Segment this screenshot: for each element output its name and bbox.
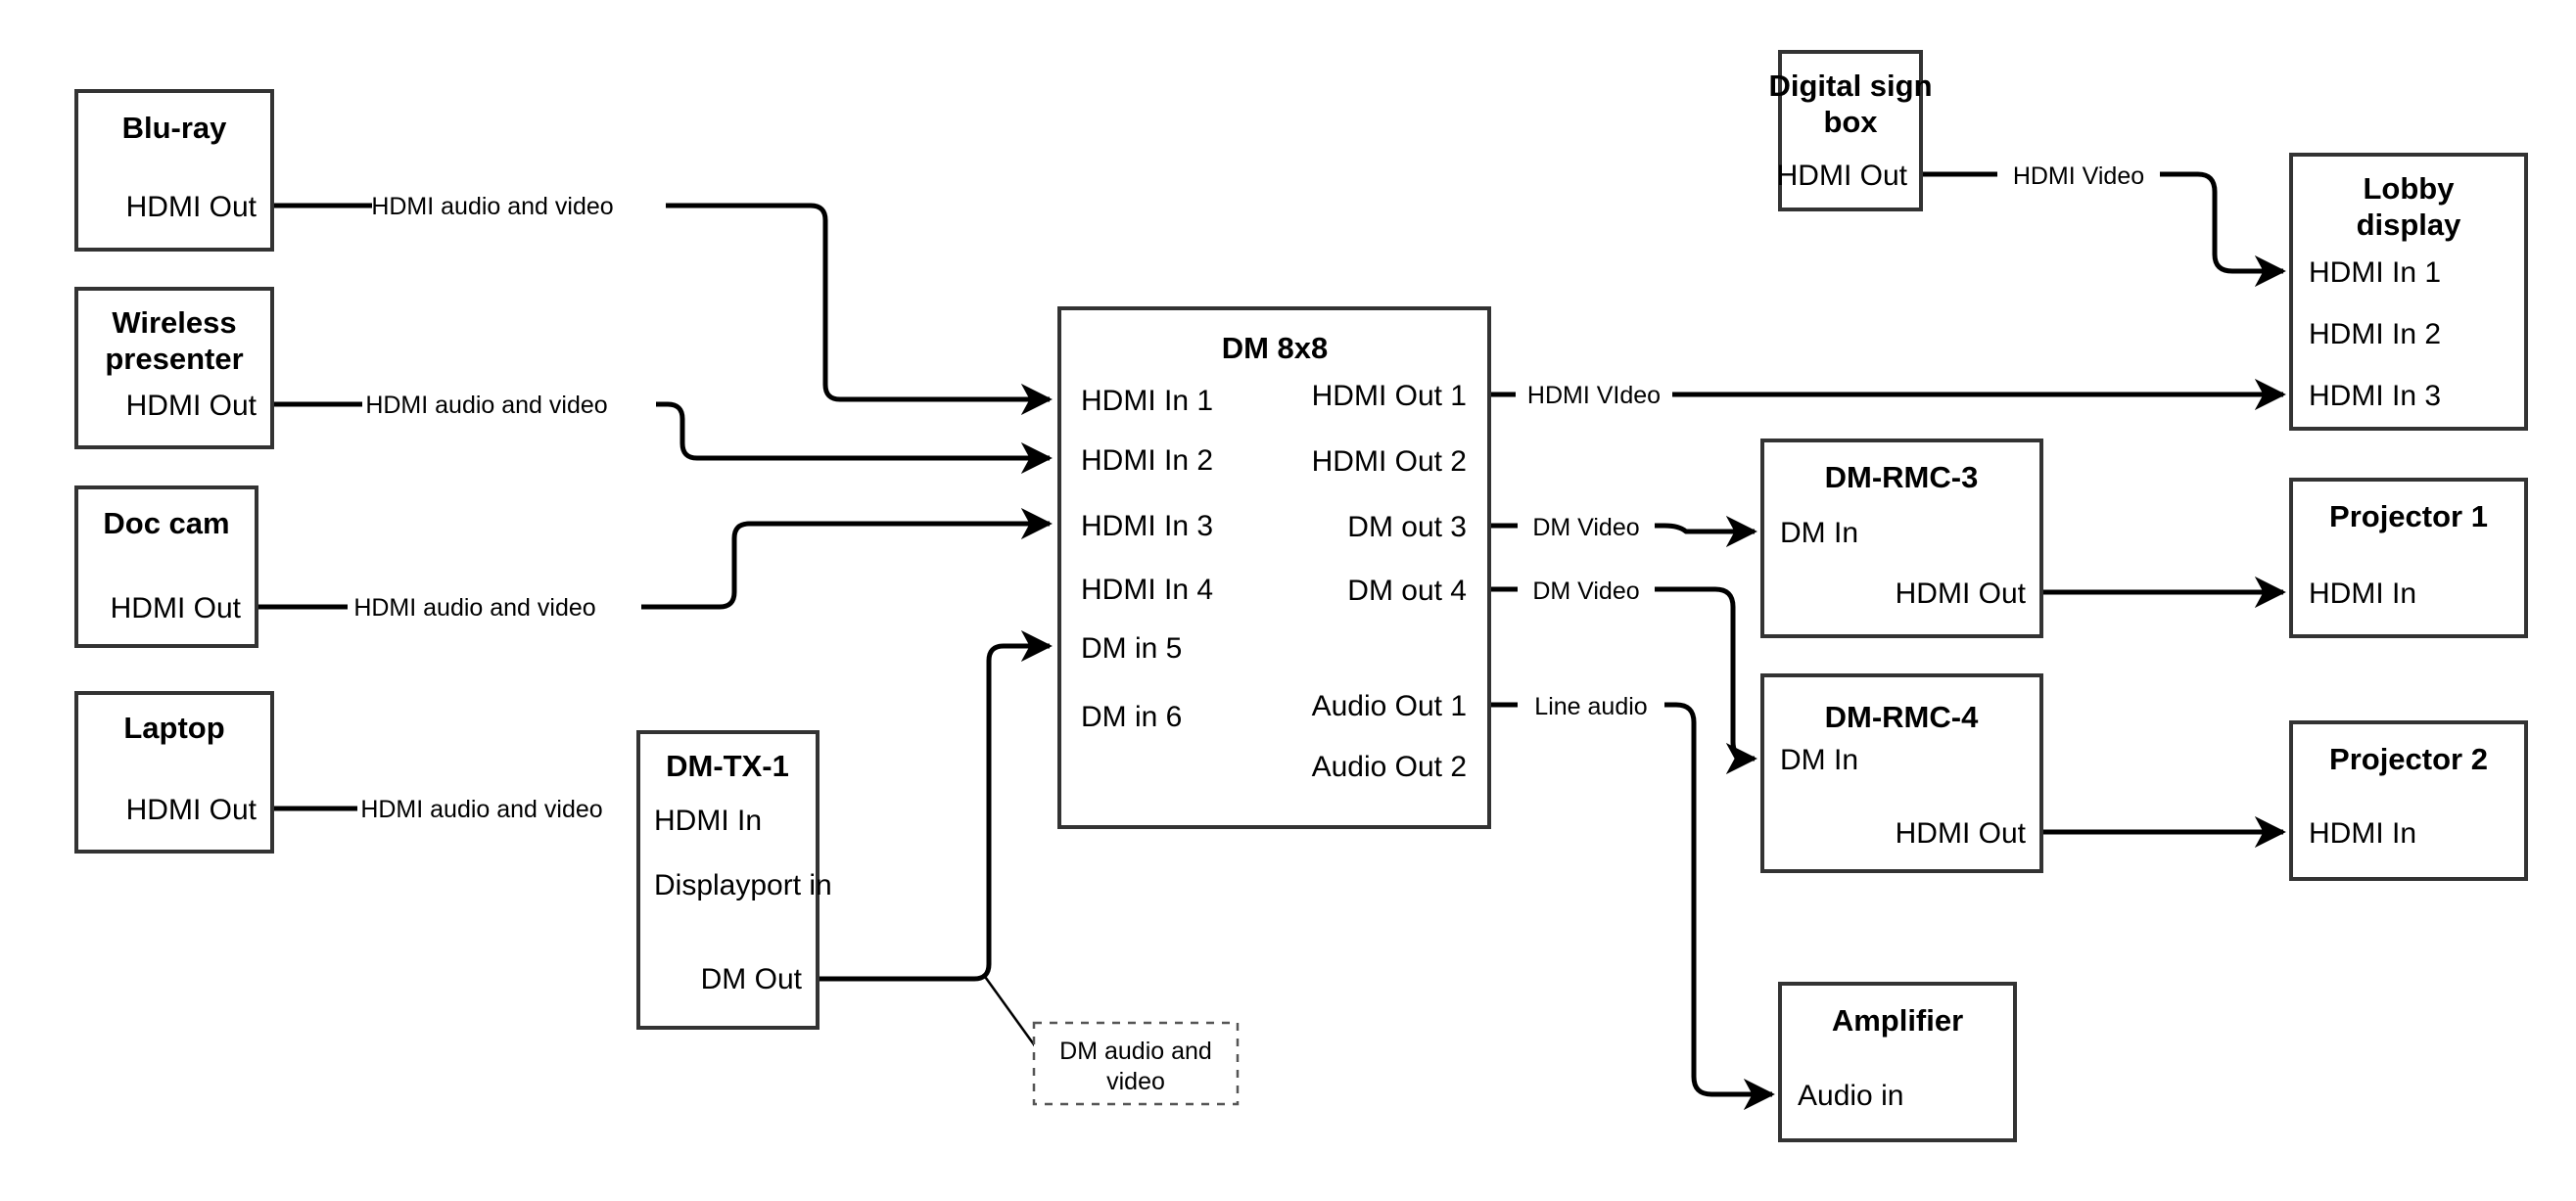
link-label-dm-video-out4: DM Video xyxy=(1532,577,1639,605)
node-dm8x8-port-dm-out-4: DM out 4 xyxy=(1347,575,1467,607)
node-dm-tx-1[interactable]: DM-TX-1 HDMI In Displayport in DM Out xyxy=(636,730,832,1030)
node-laptop[interactable]: Laptop HDMI Out xyxy=(74,691,274,854)
link-label-sign-hdmi-video: HDMI Video xyxy=(2013,162,2144,190)
node-dm8x8-port-dm-in-6: DM in 6 xyxy=(1081,701,1182,733)
node-wireless-title-line1: Wireless xyxy=(112,305,236,340)
node-lobby-port-hdmi-in-1: HDMI In 1 xyxy=(2309,256,2441,289)
node-wireless-port-hdmi-out: HDMI Out xyxy=(126,390,258,422)
node-laptop-port-hdmi-out: HDMI Out xyxy=(126,794,258,826)
node-dmrmc4-port-hdmi-out: HDMI Out xyxy=(1896,817,2027,850)
link-label-dm-video-out3: DM Video xyxy=(1532,514,1639,541)
node-dm8x8-port-hdmi-in-1: HDMI In 1 xyxy=(1081,385,1213,417)
node-projector2-port-hdmi-in: HDMI In xyxy=(2309,817,2416,850)
node-lobby-title-line2: display xyxy=(2357,208,2462,242)
node-amplifier-port-audio-in: Audio in xyxy=(1798,1080,1903,1112)
node-wireless-title-line2: presenter xyxy=(105,342,243,376)
node-wireless-presenter[interactable]: Wireless presenter HDMI Out xyxy=(74,287,274,449)
node-dm8x8-port-hdmi-in-2: HDMI In 2 xyxy=(1081,444,1213,477)
link-label-laptop: HDMI audio and video xyxy=(360,796,602,823)
node-bluray-port-hdmi-out: HDMI Out xyxy=(126,191,258,223)
node-dm8x8-title: DM 8x8 xyxy=(1222,331,1329,365)
node-dmrmc3-port-hdmi-out: HDMI Out xyxy=(1896,577,2027,610)
node-dm8x8-port-audio-out-2: Audio Out 2 xyxy=(1312,751,1467,783)
link-label-hdmi-video-out1: HDMI VIdeo xyxy=(1527,382,1661,409)
node-bluray-title: Blu-ray xyxy=(122,111,228,145)
wire-dmtx1-to-dm-in-5 xyxy=(818,629,1053,982)
link-label-wireless: HDMI audio and video xyxy=(365,392,607,419)
callout-line2: video xyxy=(1106,1068,1165,1095)
node-lobby-display[interactable]: Lobby display HDMI In 1 HDMI In 2 HDMI I… xyxy=(2289,153,2528,431)
node-dm-rmc-4[interactable]: DM-RMC-4 DM In HDMI Out xyxy=(1760,673,2043,873)
node-dm8x8-port-hdmi-out-1: HDMI Out 1 xyxy=(1312,380,1467,412)
wire-doccam-to-dm-hdmi-in-3 xyxy=(257,507,1053,610)
node-lobby-port-hdmi-in-3: HDMI In 3 xyxy=(2309,380,2441,412)
wire-dm-dmout4-to-dmrmc4 xyxy=(1489,586,1757,775)
node-projector2-title: Projector 2 xyxy=(2329,742,2488,776)
link-label-line-audio: Line audio xyxy=(1534,693,1647,720)
node-amplifier[interactable]: Amplifier Audio in xyxy=(1778,982,2017,1142)
node-laptop-title: Laptop xyxy=(123,711,224,745)
node-dmrmc3-title: DM-RMC-3 xyxy=(1825,460,1979,494)
node-projector1-title: Projector 1 xyxy=(2329,499,2488,533)
node-digitalsign-title-line2: box xyxy=(1823,105,1878,139)
callout-leader-line xyxy=(981,973,1038,1048)
node-doccam-title: Doc cam xyxy=(103,506,229,540)
node-dmtx1-port-hdmi-in: HDMI In xyxy=(654,805,762,837)
node-projector1-port-hdmi-in: HDMI In xyxy=(2309,577,2416,610)
wire-dm-audioout1-to-amplifier xyxy=(1489,702,1775,1111)
node-digital-sign-box[interactable]: Digital sign box HDMI Out xyxy=(1768,50,1933,211)
wire-sign-to-lobby-hdmi-in-1 xyxy=(1921,171,2286,288)
link-label-layer: HDMI audio and video HDMI audio and vide… xyxy=(348,157,2160,827)
node-dmrmc3-port-dm-in: DM In xyxy=(1780,517,1858,549)
node-lobby-port-hdmi-in-2: HDMI In 2 xyxy=(2309,318,2441,350)
node-dm-rmc-3[interactable]: DM-RMC-3 DM In HDMI Out xyxy=(1760,439,2043,638)
node-dm8x8-port-dm-out-3: DM out 3 xyxy=(1347,511,1467,543)
node-dmtx1-port-displayport-in: Displayport in xyxy=(654,869,832,901)
node-dmrmc4-title: DM-RMC-4 xyxy=(1825,700,1979,734)
node-amplifier-title: Amplifier xyxy=(1832,1003,1963,1038)
node-dmtx1-port-dm-out: DM Out xyxy=(701,963,803,995)
node-digitalsign-port-hdmi-out: HDMI Out xyxy=(1777,160,1908,192)
node-doccam-port-hdmi-out: HDMI Out xyxy=(111,592,242,624)
node-projector-2[interactable]: Projector 2 HDMI In xyxy=(2289,720,2528,881)
node-dmrmc4-port-dm-in: DM In xyxy=(1780,744,1858,776)
node-dm-8x8[interactable]: DM 8x8 HDMI In 1 HDMI In 2 HDMI In 3 HDM… xyxy=(1057,306,1491,829)
wire-wireless-to-dm-hdmi-in-2 xyxy=(272,401,1053,475)
link-label-bluray: HDMI audio and video xyxy=(371,193,613,220)
node-dm8x8-port-audio-out-1: Audio Out 1 xyxy=(1312,690,1467,722)
node-dmtx1-title: DM-TX-1 xyxy=(666,749,789,783)
node-lobby-title-line1: Lobby xyxy=(2364,171,2456,206)
wire-bluray-to-dm-hdmi-in-1 xyxy=(272,203,1053,416)
node-bluray[interactable]: Blu-ray HDMI Out xyxy=(74,89,274,252)
node-dm8x8-port-hdmi-in-4: HDMI In 4 xyxy=(1081,574,1213,606)
node-doc-cam[interactable]: Doc cam HDMI Out xyxy=(74,485,258,648)
wire-dm-dmout3-to-dmrmc3 xyxy=(1489,515,1757,548)
node-dm8x8-port-hdmi-out-2: HDMI Out 2 xyxy=(1312,445,1467,478)
link-label-doccam: HDMI audio and video xyxy=(353,594,595,622)
callout-dm-audio-and-video: DM audio and video xyxy=(1032,1021,1240,1106)
callout-line1: DM audio and xyxy=(1059,1038,1212,1065)
node-digitalsign-title-line1: Digital sign xyxy=(1768,69,1932,103)
node-dm8x8-port-hdmi-in-3: HDMI In 3 xyxy=(1081,510,1213,542)
node-projector-1[interactable]: Projector 1 HDMI In xyxy=(2289,478,2528,638)
node-dm8x8-port-dm-in-5: DM in 5 xyxy=(1081,632,1182,665)
